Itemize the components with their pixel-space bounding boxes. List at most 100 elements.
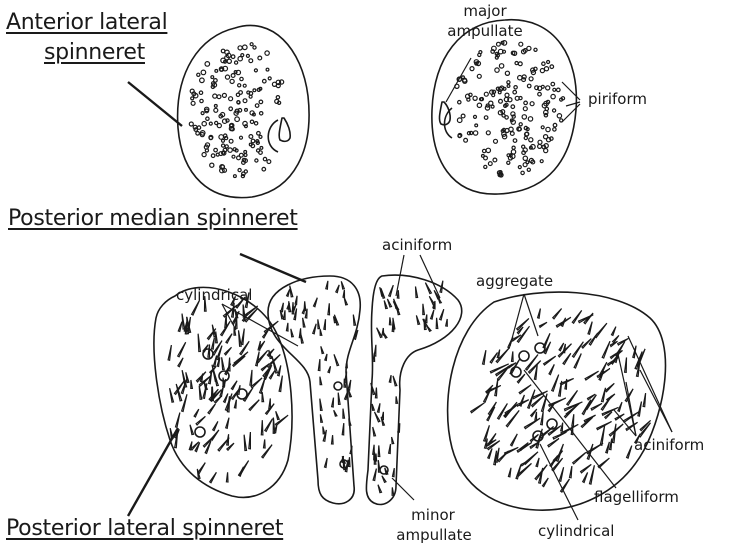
piriform-spigot <box>206 117 209 120</box>
aciniform-spigot <box>573 342 584 358</box>
aciniform-spigot <box>178 342 186 357</box>
piriform-spigot <box>495 68 499 72</box>
aciniform-spigot <box>397 290 399 298</box>
piriform-spigot <box>477 74 481 78</box>
aciniform-spigot <box>541 412 544 425</box>
aciniform-spigot <box>225 347 232 355</box>
piriform-spigot <box>228 148 232 152</box>
piriform-label: piriform <box>588 90 647 108</box>
piriform-spigot <box>546 86 550 90</box>
aciniform-spigot <box>284 310 286 319</box>
piriform-spigot <box>232 155 235 158</box>
piriform-spigot <box>478 53 481 56</box>
aciniform-spigot <box>583 472 588 482</box>
piriform-spigot <box>457 118 462 123</box>
aciniform-spigot <box>375 412 380 422</box>
aciniform-spigot <box>256 352 260 366</box>
aciniform-spigot <box>561 479 570 492</box>
aciniform-spigot <box>423 304 425 315</box>
aciniform-label-right: aciniform <box>634 436 704 454</box>
piriform-spigot <box>461 114 465 118</box>
piriform-spigot <box>250 120 253 123</box>
aciniform-spigot <box>606 383 615 391</box>
aciniform-spigot <box>582 400 591 415</box>
aciniform-spigot <box>213 421 218 430</box>
aciniform-spigot <box>392 487 394 495</box>
aciniform-spigot <box>427 326 431 332</box>
piriform-spigot <box>475 124 478 127</box>
piriform-spigot <box>214 148 218 152</box>
piriform-spigot <box>238 84 241 87</box>
piriform-spigot <box>255 104 259 108</box>
piriform-spigot <box>553 109 556 112</box>
aciniform-spigot <box>262 392 264 402</box>
aciniform-spigot <box>393 468 395 477</box>
piriform-spigot <box>511 105 515 109</box>
aciniform-spigot <box>182 314 185 330</box>
aciniform-spigot <box>416 287 418 298</box>
aciniform-spigot <box>170 388 174 402</box>
piriform-spigot <box>260 147 263 150</box>
piriform-spigot <box>266 68 269 71</box>
piriform-spigot <box>467 98 470 101</box>
piriform-spigot <box>200 78 205 83</box>
aciniform-spigot <box>289 301 291 311</box>
piriform-spigot <box>251 144 255 148</box>
piriform-spigot <box>243 99 247 103</box>
aciniform-spigot <box>543 478 549 487</box>
aciniform-spigot <box>508 468 511 477</box>
piriform-spigot <box>492 94 495 97</box>
aciniform-spigot <box>244 435 246 451</box>
piriform-spigot <box>257 132 261 136</box>
aciniform-spigot <box>343 409 345 419</box>
aciniform-spigot <box>559 467 563 481</box>
piriform-spigot <box>249 135 253 139</box>
aciniform-spigot <box>396 305 399 315</box>
aciniform-spigot <box>377 328 382 338</box>
piriform-spigot <box>239 91 243 95</box>
aciniform-spigot <box>552 375 559 392</box>
piriform-spigot <box>199 91 202 94</box>
piriform-spigot <box>231 74 235 78</box>
piriform-spigot <box>215 70 218 73</box>
piriform-spigot <box>276 96 279 99</box>
aciniform-spigot <box>535 412 537 420</box>
piriform-spigot <box>514 86 517 89</box>
aciniform-spigot <box>389 285 394 296</box>
piriform-spigot <box>220 68 223 71</box>
piriform-spigot <box>227 59 231 63</box>
aciniform-spigot <box>265 419 273 432</box>
aciniform-spigot <box>279 376 282 392</box>
aciniform-spigot <box>559 343 564 351</box>
piriform-spigot <box>250 43 253 46</box>
aciniform-spigot <box>625 358 627 373</box>
piriform-spigot <box>534 48 537 51</box>
aciniform-spigot <box>521 460 529 466</box>
piriform-spigot <box>245 109 248 112</box>
aciniform-spigot <box>536 458 539 467</box>
aciniform-spigot <box>587 443 603 454</box>
anterior-lateral-heading-line2: spinneret <box>44 40 145 65</box>
aciniform-spigot <box>384 301 387 309</box>
piriform-spigot <box>202 122 206 126</box>
aciniform-spigot <box>563 353 571 364</box>
aciniform-spigot <box>440 309 444 320</box>
aciniform-spigot <box>392 437 394 444</box>
aciniform-spigot <box>483 350 486 364</box>
aciniform-spigot <box>328 303 330 315</box>
piriform-spigot <box>505 93 509 97</box>
cylindrical-label-left: cylindrical <box>176 286 252 304</box>
aciniform-spigot <box>196 416 205 425</box>
piriform-spigot <box>560 98 563 101</box>
aciniform-spigot <box>249 400 259 411</box>
piriform-spigot <box>254 69 257 72</box>
piriform-spigot <box>231 55 235 59</box>
aciniform-spigot <box>353 315 355 326</box>
aciniform-spigot <box>212 338 215 350</box>
piriform-spigot <box>557 88 561 92</box>
piriform-spigot <box>553 128 556 131</box>
piriform-spigot <box>480 98 483 101</box>
piriform-spigot <box>238 169 241 172</box>
piriform-spigot <box>257 149 260 152</box>
piriform-spigot <box>525 132 529 136</box>
